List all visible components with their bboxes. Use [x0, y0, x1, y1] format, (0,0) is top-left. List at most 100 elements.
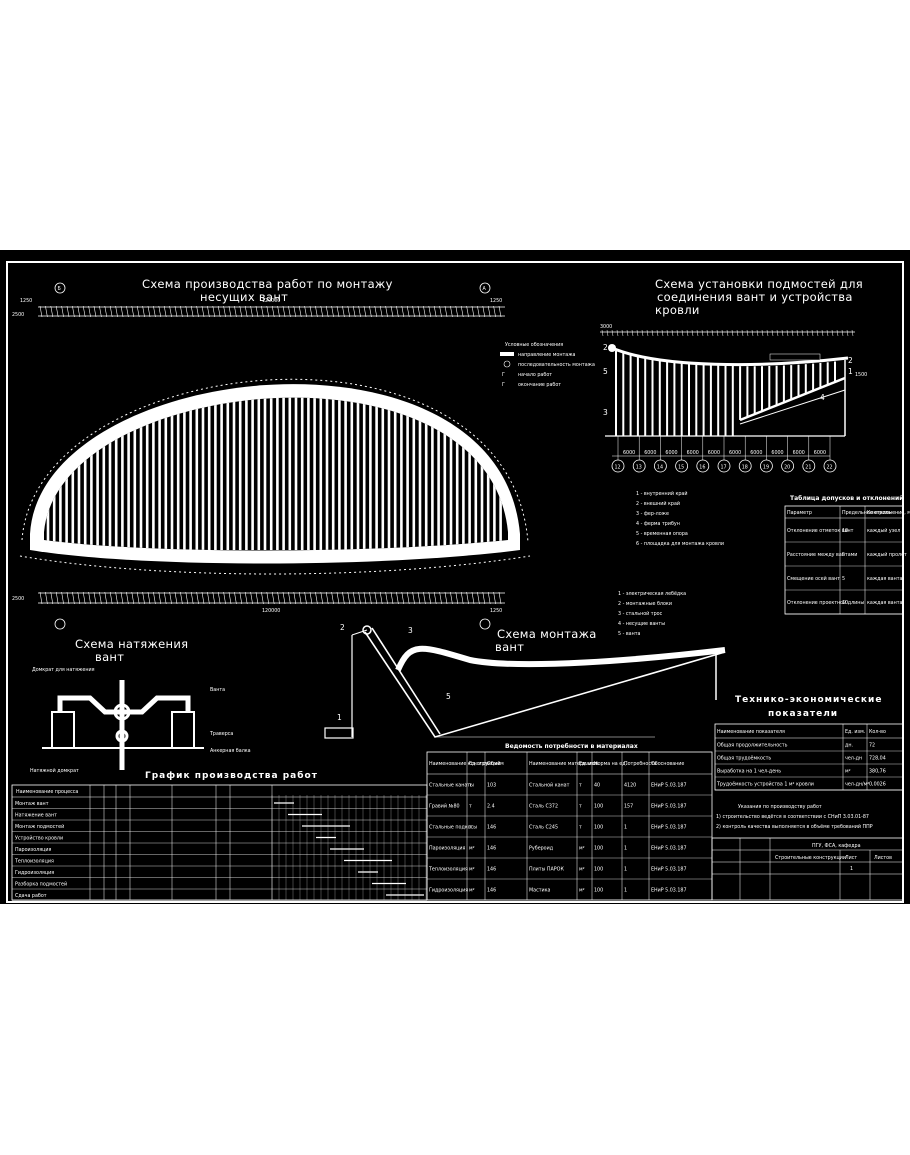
table-cell: 10 [842, 600, 848, 606]
mount-winch [324, 727, 354, 739]
table-cell: 100 [594, 888, 603, 894]
scaffold-label-1: 1 [848, 367, 853, 376]
notes-heading: Указания по производству работ [738, 804, 822, 810]
table-cell: 72 [869, 743, 875, 749]
tech-econ-title-line2: показатели [768, 709, 838, 719]
schedule-row-label: Гидроизоляция [15, 870, 54, 876]
tension-jack-right [171, 711, 195, 749]
scaffold-top-dim: 3000 [600, 324, 612, 330]
mount-title-line2: вант [495, 640, 524, 654]
table-cell: чел-дн/м² [845, 782, 869, 788]
axis-spacing-label: 6000 [729, 450, 741, 456]
axis-bubble [632, 459, 646, 473]
materials-table: Ведомость потребности в материалах Наиме… [426, 743, 713, 901]
axis-label-b-top: Б [58, 286, 61, 292]
table-cell: т [579, 826, 582, 831]
schedule-row-label: Устройство кровли [15, 835, 63, 842]
mount-block [362, 625, 372, 635]
axis-label-a-top: А [483, 286, 487, 292]
table-cell: Стальные канаты [429, 783, 474, 789]
table-header-cell: Параметр [787, 510, 812, 516]
table-cell: Выработка на 1 чел-день [717, 769, 781, 775]
table-cell: ЕНиР 5.03.187 [651, 804, 687, 810]
table-cell: Сталь С245 [529, 825, 558, 831]
axis-spacing-label: 6000 [708, 450, 720, 456]
legend-start-swatch: Г [502, 372, 505, 378]
table-cell: Пароизоляция [429, 846, 465, 852]
axis-spacing-label: 6000 [750, 450, 762, 456]
axis-mark-a-bottom [479, 618, 491, 630]
axis-bubble-label: 21 [805, 465, 811, 471]
tension-label-3: Траверса [209, 731, 233, 737]
axis-spacing-label: 6000 [644, 450, 656, 456]
schedule-row-label: Монтаж подмостей [15, 823, 64, 830]
schedule-title: График производства работ [145, 770, 318, 781]
table-cell: ЕНиР 5.03.187 [651, 867, 687, 873]
table-header-cell: Ед. изм. [579, 761, 599, 767]
table-cell: ЕНиР 5.03.187 [651, 825, 687, 831]
table-cell: Гидроизоляция [429, 888, 468, 894]
axis-bubble [823, 459, 837, 473]
axis-spacing-label: 6000 [771, 450, 783, 456]
drawing-canvas: Схема производства работ по монтажу несу… [6, 261, 910, 903]
scaffold-title-line3: кровли [655, 303, 700, 317]
mount-num-2: 2 [340, 623, 345, 632]
table-cell: 4120 [624, 783, 636, 789]
axis-mark-b-top [54, 282, 66, 294]
table-header-cell: Обоснование [651, 761, 684, 767]
table-cell: 1 [624, 825, 627, 831]
dome-sequence-arc [21, 378, 529, 543]
mount-scheme: Схема монтажа вант 2 3 1 5 [324, 623, 726, 739]
schedule-row-label: Теплоизоляция [14, 859, 54, 865]
axis-spacing-label: 6000 [814, 450, 826, 456]
table-cell: м² [579, 889, 585, 894]
axis-spacing-label: 6000 [793, 450, 805, 456]
scaffold-legend-item: 4 - ферма трибун [636, 521, 680, 527]
table-cell: Гравий №80 [429, 803, 460, 810]
table-header-cell: Ед. изм. [469, 761, 489, 767]
tension-scheme: Схема натяжения вант Домкрат для натяжен… [30, 637, 251, 774]
scaffold-label-2-left: 2 [603, 343, 608, 352]
table-cell: Общая продолжительность [717, 743, 788, 749]
axis-spacing-label: 6000 [687, 450, 699, 456]
table-cell: Расстояние между вантами [787, 552, 857, 558]
stamp-subject: Строительные конструкции [775, 855, 846, 861]
axis-bubble [696, 459, 710, 473]
dim-120000-top: 120000 [262, 298, 280, 304]
axis-spacing-label: 6000 [623, 450, 635, 456]
table-cell: 1 [624, 846, 627, 852]
mount-cable-curve [395, 645, 726, 672]
axis-bubble [675, 459, 688, 473]
mount-title-line1: Схема монтажа [497, 627, 597, 641]
tension-label-2: Ванта [210, 687, 225, 693]
tech-econ-table: Технико-экономические показатели Наимено… [714, 695, 904, 791]
table-cell: т [579, 805, 582, 810]
mount-legend-item: 1 - электрическая лебёдка [618, 591, 686, 597]
table-cell: м² [469, 889, 475, 894]
tension-label-1: Домкрат для натяжения [32, 667, 95, 673]
dim-1250-bottom: 1250 [490, 608, 502, 614]
notes-line-1: 1) строительство ведётся в соответствии … [716, 814, 869, 820]
scaffold-label-1500: 1500 [855, 372, 867, 378]
mount-legend-item: 2 - монтажные блоки [618, 601, 672, 607]
cable-scheme-title-line1: Схема производства работ по монтажу [142, 277, 393, 291]
stamp-org: ПГУ, ФСА, кафедра [812, 843, 861, 849]
table-cell: Теплоизоляция [428, 867, 468, 873]
axis-bubble [611, 459, 625, 473]
table-cell: 146 [487, 888, 496, 894]
cable-scheme: Схема производства работ по монтажу несу… [12, 277, 595, 630]
table-cell: 728,04 [869, 756, 886, 762]
dim-120000-bottom: 120000 [262, 608, 280, 614]
table-cell: Мастика [529, 888, 551, 894]
table-header-cell: Наименование конструкций [429, 760, 500, 767]
table-cell: ЕНиР 5.03.187 [651, 783, 687, 789]
cable-scheme-title-line2: несущих вант [200, 290, 288, 304]
axis-bubble-label: 19 [763, 465, 769, 471]
axis-bubble-label: 17 [721, 465, 727, 471]
mount-legend-item: 5 - ванта [618, 631, 641, 637]
schedule-row-label: Сдача работ [15, 893, 47, 899]
scaffold-label-3: 3 [603, 408, 608, 417]
table-cell: 10 [842, 528, 848, 534]
